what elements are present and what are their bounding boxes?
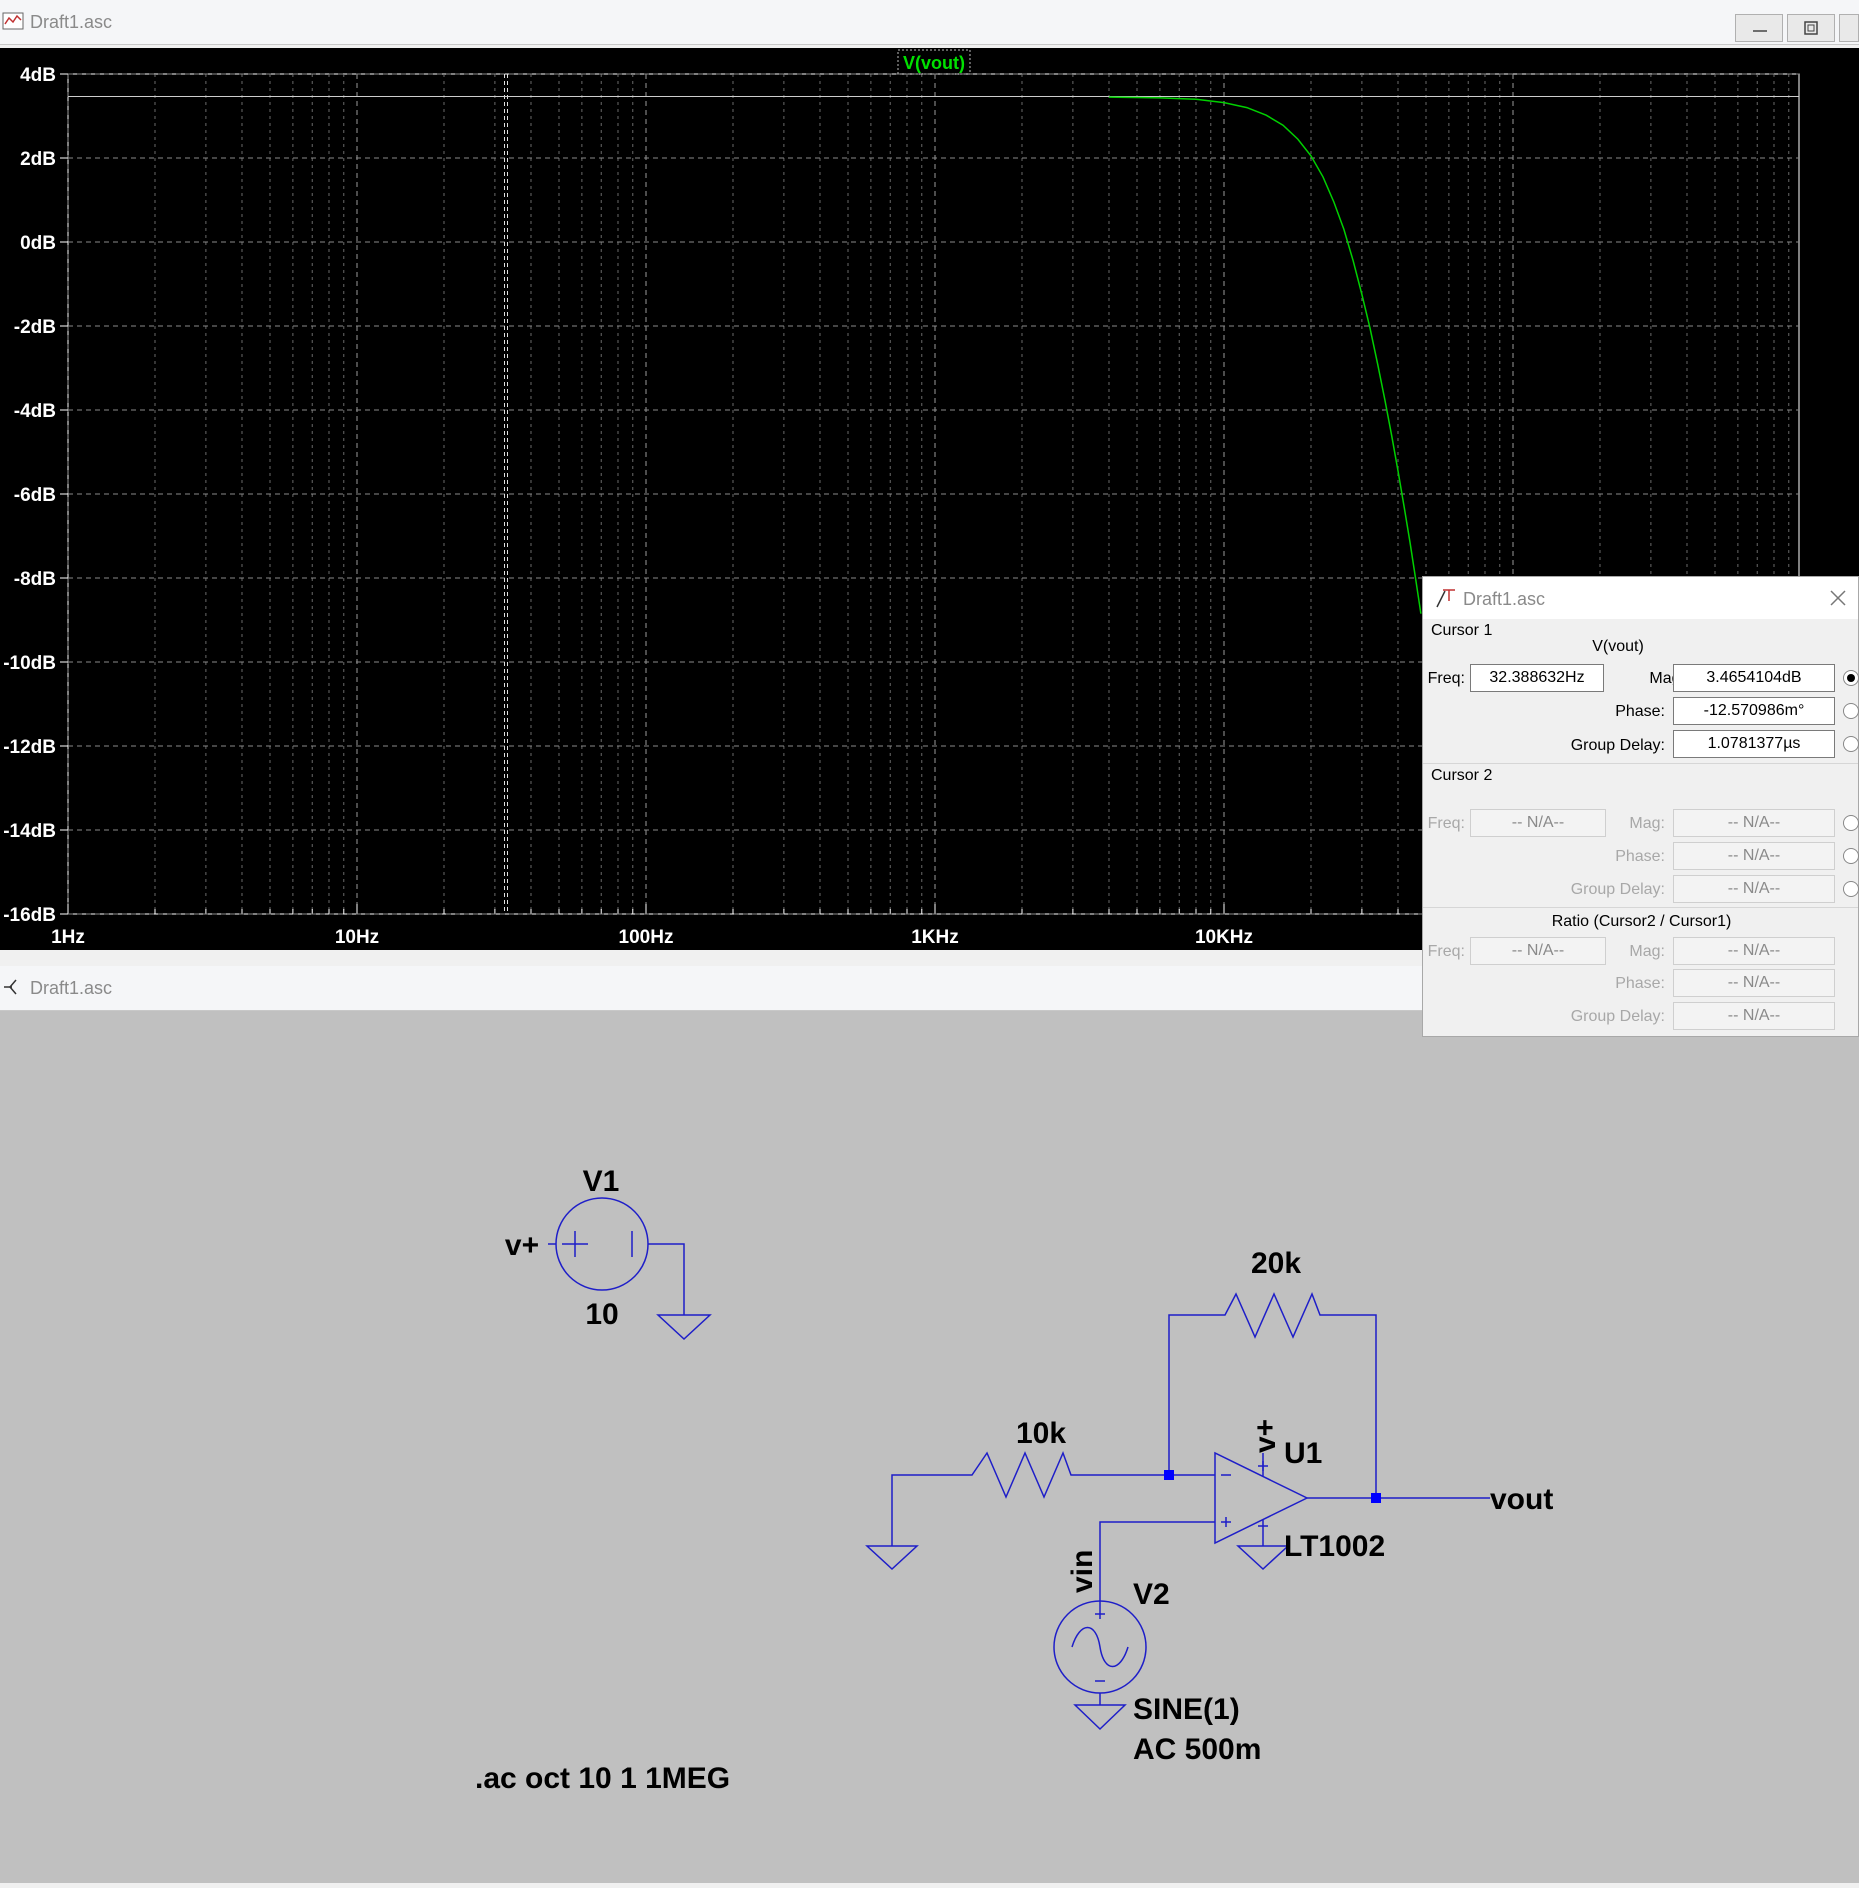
plot-window-title: Draft1.asc [30, 12, 113, 32]
x-tick-labels: 1Hz 10Hz 100Hz 1KHz 10KHz [51, 927, 1253, 948]
x-tick-label: 10KHz [1195, 927, 1253, 948]
cursor2-phase-label: Phase: [1615, 848, 1665, 865]
x-tick-label: 100Hz [619, 927, 674, 948]
input-network[interactable] [865, 1450, 1215, 1571]
r-input-value: 10k [1016, 1417, 1066, 1450]
out-net-label: vout [1490, 1483, 1553, 1516]
ratio-heading: Ratio (Cursor2 / Cursor1) [1551, 913, 1732, 930]
cursor1-gd-radio[interactable] [1843, 736, 1859, 752]
junction-output [1371, 1493, 1381, 1503]
cursor1-gd-label: Group Delay: [1570, 737, 1665, 754]
v2-name: V2 [1133, 1578, 1170, 1611]
cursor-dialog-title: Draft1.asc [1463, 589, 1546, 609]
cursor2-mag-field[interactable]: -- N/A-- [1673, 809, 1835, 837]
cursor2-gd-field[interactable]: -- N/A-- [1673, 875, 1835, 903]
minimize-icon [1753, 30, 1767, 32]
cursor1-separator [1423, 763, 1858, 764]
y-tick-label: -2dB [14, 317, 56, 338]
v2-net-label: vin [1066, 1550, 1099, 1593]
feedback-network[interactable] [1168, 1292, 1377, 1497]
cursor-1-line [68, 74, 1799, 914]
cursor2-gd-radio[interactable] [1843, 881, 1859, 897]
ratio-freq-field[interactable]: -- N/A-- [1470, 937, 1606, 965]
schematic-icon [2, 976, 24, 998]
y-tick-label: 2dB [20, 149, 56, 170]
schematic-canvas: V1 v+ 10 20k 10k [475, 1165, 1553, 1795]
opamp-model: LT1002 [1284, 1530, 1385, 1563]
cursor2-phase-radio[interactable] [1843, 848, 1859, 864]
close-button[interactable] [1839, 14, 1859, 42]
ratio-phase-field[interactable]: -- N/A-- [1673, 969, 1835, 997]
junction-inverting [1164, 1470, 1174, 1480]
cursor2-mag-label: Mag: [1629, 815, 1665, 832]
y-tick-label: -16dB [3, 905, 56, 926]
y-tick-labels: 4dB 2dB 0dB -2dB -4dB -6dB -8dB -10dB -12dB -14dB… [3, 65, 56, 926]
cursor1-mag-field[interactable]: 3.4654104dB [1673, 664, 1835, 692]
cursor1-gd-field[interactable]: 1.0781377µs [1673, 730, 1835, 758]
v1-net-label: v+ [505, 1229, 539, 1262]
waveform-icon [2, 10, 24, 32]
schematic-window-title: Draft1.asc [30, 978, 113, 998]
y-tick-label: 4dB [20, 65, 56, 86]
ratio-phase-label: Phase: [1615, 975, 1665, 992]
schematic-pane[interactable]: V1 v+ 10 20k 10k [0, 1011, 1859, 1883]
cursor1-phase-field[interactable]: -12.570986m° [1673, 697, 1835, 725]
trace-vout [1108, 96, 1422, 614]
ratio-gd-field[interactable]: -- N/A-- [1673, 1002, 1835, 1030]
cursor2-mag-radio[interactable] [1843, 815, 1859, 831]
restore-button[interactable] [1787, 14, 1835, 42]
cursor1-mag-radio[interactable] [1843, 670, 1859, 686]
cursor-dialog-titlebar[interactable]: Draft1.asc [1423, 577, 1858, 619]
minimize-button[interactable] [1735, 14, 1783, 42]
y-tick-label: 0dB [20, 233, 56, 254]
y-tick-label: -6dB [14, 485, 56, 506]
ratio-mag-label: Mag: [1629, 943, 1665, 960]
cursor2-separator [1423, 907, 1858, 908]
r-feedback-value: 20k [1251, 1247, 1301, 1280]
close-icon[interactable] [1829, 589, 1847, 607]
plot-window-titlebar[interactable]: Draft1.asc [0, 0, 1859, 45]
spice-directive[interactable]: .ac oct 10 1 1MEG [475, 1762, 730, 1795]
v1-name: V1 [583, 1165, 620, 1198]
x-tick-label: 10Hz [335, 927, 379, 948]
opamp-supply-net: v+ [1249, 1419, 1282, 1453]
cursor1-heading: Cursor 1 [1431, 622, 1493, 639]
x-tick-label: 1Hz [51, 927, 85, 948]
ratio-freq-label: Freq: [1427, 943, 1465, 960]
trace-label[interactable]: V(vout) [903, 53, 965, 73]
cursor1-freq-field[interactable]: 32.388632Hz [1470, 664, 1604, 692]
restore-icon [1804, 21, 1818, 35]
cursor1-freq-label: Freq: [1427, 670, 1465, 687]
y-tick-label: -12dB [3, 737, 56, 758]
v2-source[interactable] [1053, 1600, 1147, 1731]
y-tick-label: -4dB [14, 401, 56, 422]
v2-value-line1: SINE(1) [1133, 1693, 1240, 1726]
v1-source[interactable] [548, 1197, 712, 1341]
cursor2-freq-label: Freq: [1427, 815, 1465, 832]
y-tick-label: -14dB [3, 821, 56, 842]
ratio-gd-label: Group Delay: [1570, 1008, 1665, 1025]
cursor2-freq-field[interactable]: -- N/A-- [1470, 809, 1606, 837]
cursor-probe-icon [1436, 589, 1455, 608]
cursor-dialog[interactable]: Draft1.asc Cursor 1 V(vout) Freq: 32.388… [1422, 576, 1859, 1037]
trace-label-box[interactable] [897, 49, 971, 75]
opamp-u1[interactable] [1099, 1451, 1490, 1609]
cursor1-phase-label: Phase: [1615, 703, 1665, 720]
v2-value-line2: AC 500m [1133, 1733, 1261, 1766]
ratio-mag-field[interactable]: -- N/A-- [1673, 937, 1835, 965]
cursor2-heading: Cursor 2 [1431, 767, 1493, 784]
v1-value: 10 [585, 1298, 618, 1331]
y-tick-label: -8dB [14, 569, 56, 590]
cursor2-gd-label: Group Delay: [1570, 881, 1665, 898]
y-tick-label: -10dB [3, 653, 56, 674]
cursor2-phase-field[interactable]: -- N/A-- [1673, 842, 1835, 870]
opamp-name: U1 [1284, 1437, 1322, 1470]
cursor1-phase-radio[interactable] [1843, 703, 1859, 719]
cursor1-trace: V(vout) [1592, 638, 1644, 655]
plot-pane[interactable]: 4dB 2dB 0dB -2dB -4dB -6dB -8dB -10dB -12dB -14dB… [0, 48, 1859, 950]
x-tick-label: 1KHz [911, 927, 959, 948]
